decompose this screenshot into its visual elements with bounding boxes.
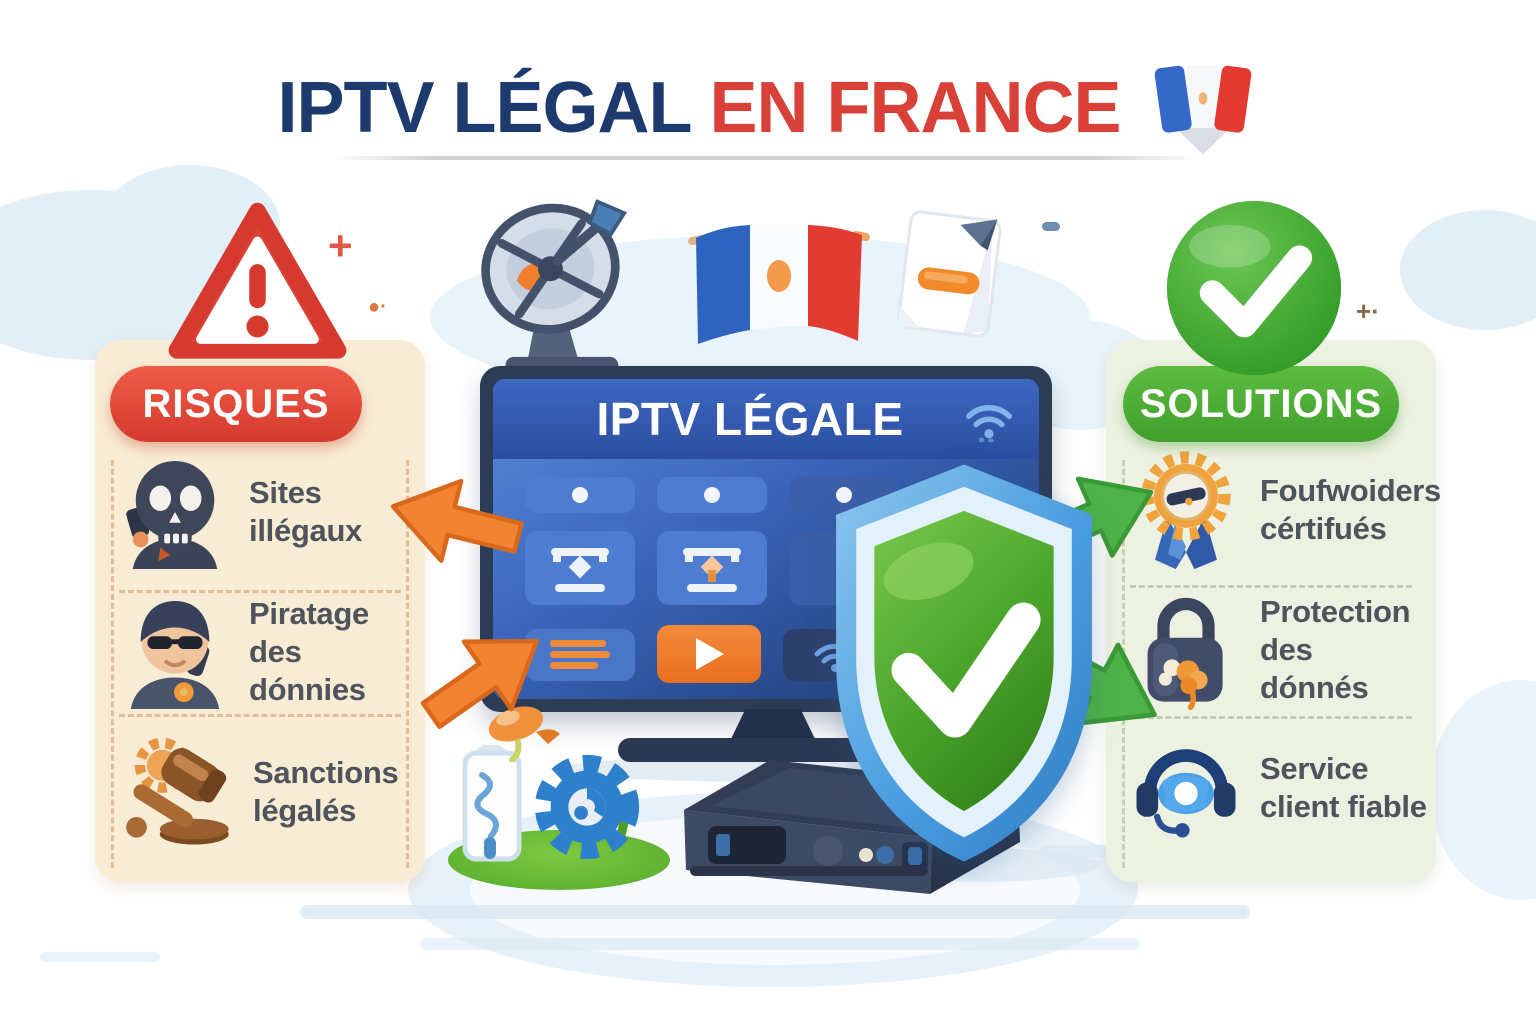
- tv-app-tile: [525, 477, 635, 513]
- risk-item-label: Sites illégaux: [249, 475, 363, 548]
- french-flag-icon: [688, 225, 870, 344]
- certified-badge-icon: [1132, 450, 1240, 570]
- tv-app-tile-list: [525, 629, 635, 681]
- platform-streak: [40, 952, 160, 962]
- document-icon: [897, 210, 1002, 338]
- sparkle-decoration: ●·: [368, 296, 387, 318]
- list-icon: [550, 640, 610, 669]
- tv-app-tile: [525, 531, 635, 605]
- header-divider: [333, 156, 1198, 160]
- solution-item-protection: Protection des dónnés: [1132, 590, 1428, 711]
- tv-app-tile: [657, 477, 767, 513]
- gavel-icon: [121, 732, 233, 852]
- satellite-dish-icon: [481, 199, 628, 375]
- cloud-decoration: [1430, 680, 1536, 900]
- solution-item-label: Foufwoiders cértifués: [1260, 473, 1441, 546]
- risk-item-label: Piratage des dónnies: [249, 596, 369, 707]
- panel-divider: [1130, 585, 1412, 588]
- tv-screen-title: IPTV LÉGALE: [596, 393, 904, 445]
- page-title-main: IPTV LÉGAL: [277, 68, 692, 148]
- gear-icon: [534, 754, 640, 860]
- headset-icon: [1132, 728, 1240, 848]
- platform-streak: [420, 938, 1140, 950]
- padlock-icon: [1132, 590, 1240, 711]
- solution-item-fournisseurs: Foufwoiders cértifués: [1132, 450, 1441, 570]
- risk-item-label: Sanctions légalés: [253, 755, 399, 828]
- sparkle-decoration: +·: [1356, 296, 1380, 326]
- panel-divider: [119, 714, 401, 717]
- play-icon: [696, 638, 724, 670]
- platform-streak: [300, 905, 1250, 919]
- risks-header-pill: RISQUES: [110, 366, 362, 442]
- france-flag-icon: [1154, 65, 1251, 155]
- hacker-icon: [121, 592, 229, 712]
- risks-panel: RISQUES: [95, 340, 425, 882]
- plus-decoration: +: [328, 222, 353, 269]
- risk-item-piratage: Piratage des dónnies: [121, 592, 417, 712]
- solutions-panel: SOLUTIONS Foufwoiders cértifués: [1106, 340, 1441, 882]
- check-circle-icon: [1166, 200, 1342, 376]
- pirate-skull-icon: [121, 452, 229, 572]
- tv-screen-header: IPTV LÉGALE: [493, 379, 1039, 459]
- wifi-icon: [966, 405, 1012, 442]
- risks-header-label: RISQUES: [142, 381, 330, 426]
- tv-stand-neck: [730, 709, 816, 741]
- shield-check-icon: [836, 464, 1092, 862]
- tv-app-tile-play: [657, 625, 761, 683]
- warning-triangle-icon: [168, 202, 347, 359]
- channel-icon: [551, 548, 609, 592]
- solution-item-service: Service client fiable: [1132, 728, 1428, 848]
- panel-dashed-line: [111, 460, 114, 868]
- risk-arrow-icon: [390, 478, 524, 564]
- panel-divider: [1130, 716, 1412, 719]
- solutions-header-label: SOLUTIONS: [1139, 381, 1383, 426]
- solution-item-label: Service client fiable: [1260, 751, 1427, 824]
- solution-item-label: Protection des dónnés: [1260, 594, 1411, 705]
- risk-arrow-icon: [420, 638, 540, 730]
- panel-divider: [119, 590, 401, 593]
- channel-icon: [683, 548, 741, 592]
- tile-dot: [572, 487, 588, 503]
- solutions-header-pill: SOLUTIONS: [1123, 366, 1399, 442]
- tv-app-tile: [657, 531, 767, 605]
- tile-dot: [836, 487, 852, 503]
- risk-item-sanctions: Sanctions légalés: [121, 732, 417, 852]
- risk-item-sites-illegaux: Sites illégaux: [121, 452, 417, 572]
- page-title-suffix: EN FRANCE: [709, 68, 1122, 148]
- cloud-decoration: [1400, 210, 1536, 330]
- dash-decoration: [1042, 222, 1060, 231]
- tile-dot: [704, 487, 720, 503]
- panel-dashed-line: [406, 460, 409, 868]
- flask-icon: [462, 745, 522, 862]
- watering-spout-icon: [488, 706, 560, 762]
